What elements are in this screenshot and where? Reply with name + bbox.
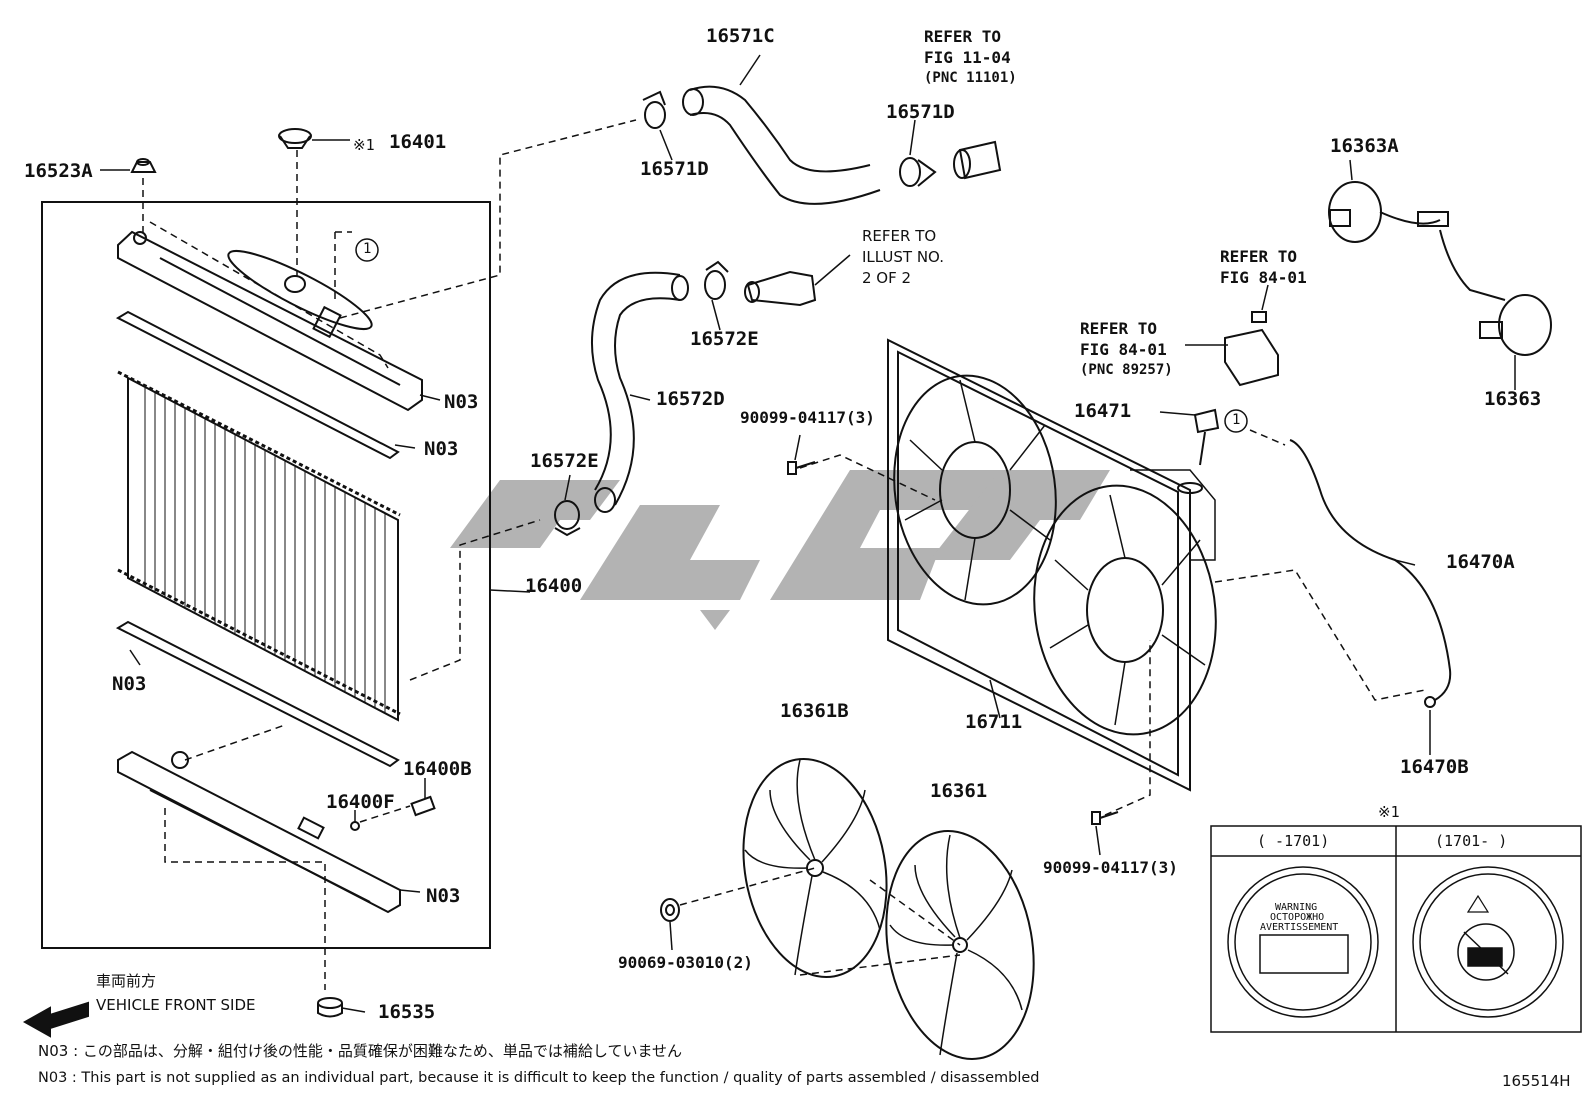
lower-tank	[117, 750, 401, 914]
lower-hose	[591, 271, 689, 513]
fan-16361B	[742, 757, 888, 979]
label-n03-b: N03	[424, 438, 459, 460]
water-outlet	[744, 270, 817, 307]
gasket-lower	[115, 620, 400, 768]
bolt-90099-b	[1091, 811, 1119, 825]
ref-illust-2-of-2: REFER TO ILLUST NO. 2 OF 2	[862, 226, 944, 289]
label-16400: 16400	[525, 575, 583, 597]
ref-line: ILLUST NO.	[862, 248, 945, 266]
cap-variants-inset	[1210, 825, 1582, 1033]
ref-line: REFER TO	[862, 227, 937, 245]
bolt-90099-a	[787, 461, 816, 475]
label-16400B: 16400B	[403, 758, 472, 780]
label-16571D-b: 16571D	[640, 158, 709, 180]
cushion-16523A	[130, 158, 157, 173]
label-16363: 16363	[1484, 388, 1542, 410]
radiator-leaders	[142, 119, 637, 990]
ref-line: FIG 11-04	[924, 48, 1011, 67]
ref-line: REFER TO	[1220, 247, 1298, 266]
ref-line: 2 OF 2	[862, 269, 912, 287]
ref-line: REFER TO	[1080, 319, 1158, 338]
clamp-16572E-a	[704, 260, 729, 300]
cap-warning-line3: AVERTISSEMENT	[1260, 922, 1339, 933]
cap-warning-line1: WARNING	[1275, 902, 1318, 913]
label-16400F: 16400F	[326, 791, 395, 813]
ref-line: (PNC 89257)	[1080, 362, 1173, 378]
fan-motor-16363	[1439, 229, 1552, 356]
radiator-cap	[278, 128, 312, 149]
reserve-hose	[1289, 439, 1452, 701]
label-n03-d: N03	[426, 885, 461, 907]
fan-16361	[885, 830, 1035, 1060]
callout-1b-text: 1	[1232, 412, 1241, 428]
radiator-core	[117, 370, 401, 722]
footnote-jp: N03 : この部品は、分解・組付け後の性能・品質確保が困難なため、単品では補給…	[38, 1042, 683, 1060]
nut-90069	[660, 898, 680, 922]
ref-line: FIG 84-01	[1080, 340, 1167, 359]
upper-hose	[682, 85, 881, 205]
label-16572E-b: 16572E	[530, 450, 599, 472]
label-16361B: 16361B	[780, 700, 849, 722]
callout-1a-text: 1	[363, 241, 372, 257]
watermark-logo	[450, 470, 1110, 630]
label-16401-mark: ※1	[353, 136, 375, 154]
ref-fig-84-01-a: REFER TO FIG 84-01	[1220, 246, 1307, 288]
fan-motor-16363A	[1328, 181, 1449, 243]
figure-id: 165514H	[1502, 1072, 1571, 1090]
label-16361: 16361	[930, 780, 988, 802]
o-ring-16400F	[350, 821, 360, 831]
clamp-16572E-b	[554, 500, 581, 537]
sensor-16471	[1193, 408, 1220, 466]
label-16401: 16401	[389, 131, 447, 153]
pipe-11101	[953, 140, 1002, 180]
fan-shroud	[887, 338, 1217, 792]
vehicle-front-arrow	[22, 1001, 89, 1038]
fan-relay	[1224, 311, 1279, 387]
label-bolt-a: 90099-04117(3)	[740, 408, 875, 427]
ref-fig-84-01-b: REFER TO FIG 84-01 (PNC 89257)	[1080, 318, 1173, 381]
label-16572D: 16572D	[656, 388, 725, 410]
label-16711: 16711	[965, 711, 1023, 733]
ref-line: FIG 84-01	[1220, 268, 1307, 287]
callout-circle-1b	[1224, 409, 1248, 433]
footnote-en: N03 : This part is not supplied as an in…	[38, 1070, 1040, 1086]
label-nut: 90069-03010(2)	[618, 953, 753, 972]
ref-line: (PNC 11101)	[924, 70, 1017, 86]
label-16470A: 16470A	[1446, 551, 1515, 573]
cushion-16535	[317, 997, 343, 1018]
cap-warning-line2: OCTOPOЖHO	[1270, 912, 1325, 923]
inset-col2: (1701- )	[1435, 832, 1508, 850]
clamp-16571D-b	[899, 157, 937, 187]
label-16523A: 16523A	[24, 160, 93, 182]
label-n03-a: N03	[444, 391, 479, 413]
label-16571C: 16571C	[706, 25, 775, 47]
ref-fig-11-04: REFER TO FIG 11-04 (PNC 11101)	[924, 26, 1017, 89]
illust-leader	[814, 254, 851, 286]
radiator-assembly-frame	[41, 201, 491, 949]
callout-circle-1a	[355, 238, 379, 262]
gasket-upper	[115, 310, 400, 460]
label-16535: 16535	[378, 1001, 436, 1023]
drain-cock	[410, 795, 436, 817]
inset-col1: ( -1701)	[1257, 832, 1330, 850]
clamp-16571D-a	[642, 90, 666, 129]
upper-tank	[117, 230, 423, 412]
ref-line: REFER TO	[924, 27, 1002, 46]
label-16471: 16471	[1074, 400, 1132, 422]
label-16572E-a: 16572E	[690, 328, 759, 350]
inset-mark: ※1	[1378, 803, 1400, 821]
label-bolt-b: 90099-04117(3)	[1043, 858, 1178, 877]
label-16363A: 16363A	[1330, 135, 1399, 157]
label-16571D-a: 16571D	[886, 101, 955, 123]
label-16470B: 16470B	[1400, 756, 1469, 778]
vehicle-front-jp: 車両前方	[96, 972, 157, 990]
hose-clip-16470B	[1424, 696, 1436, 708]
fan-leaders	[679, 429, 1426, 976]
label-n03-c: N03	[112, 673, 147, 695]
vehicle-front-en: VEHICLE FRONT SIDE	[96, 996, 256, 1014]
label-leaders	[100, 54, 1516, 1013]
